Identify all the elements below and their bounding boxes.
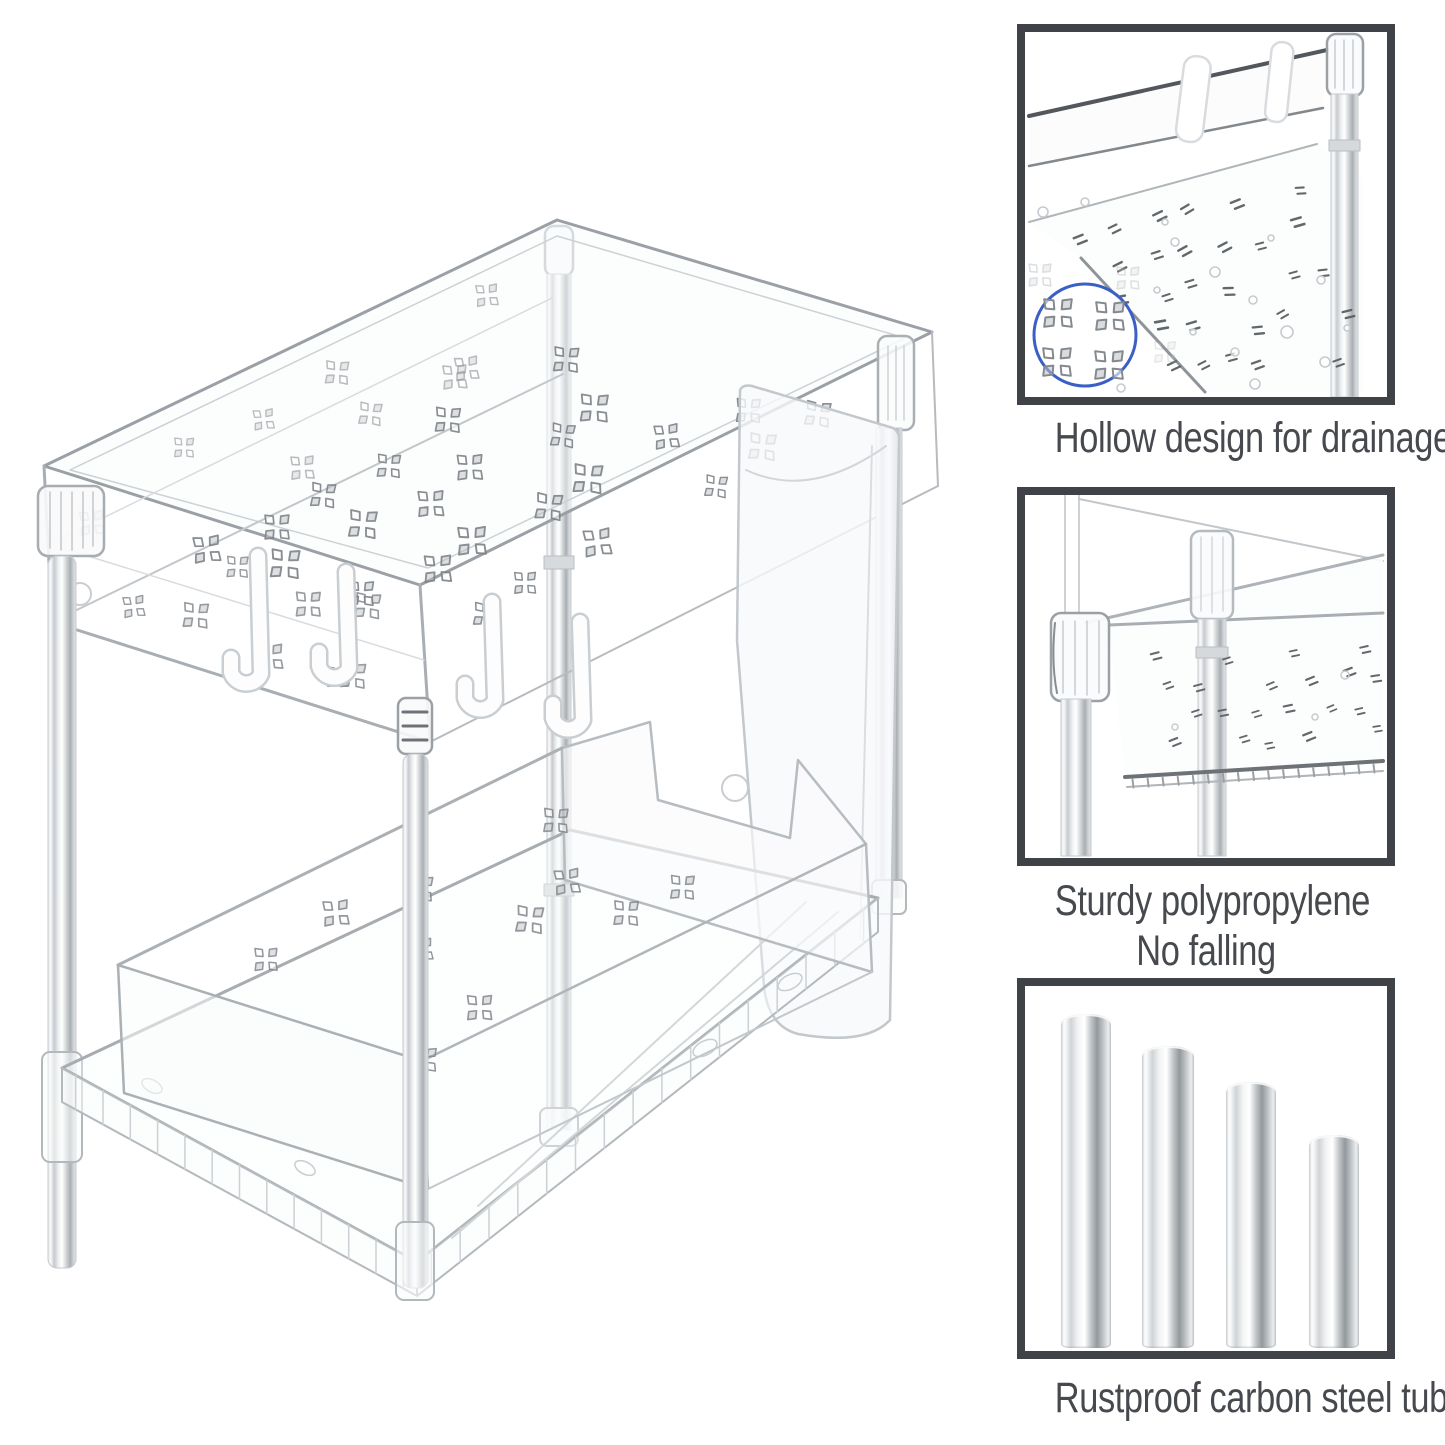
material-closeup-illustration — [1049, 495, 1385, 857]
center-post — [1189, 529, 1235, 857]
caption-line: Hollow design for drainage — [1054, 414, 1445, 462]
caption-line: No falling — [1136, 927, 1276, 975]
corner-cap — [1049, 611, 1111, 703]
main-product-illustration — [36, 218, 939, 1301]
steel-leg — [1060, 698, 1092, 857]
steel-tube-4 — [1309, 1135, 1359, 1348]
steel-tube-2 — [1142, 1046, 1194, 1348]
feature-card-material: Sturdy polypropylene No falling — [1017, 487, 1395, 976]
tubes-panel-frame — [1017, 978, 1395, 1359]
caption-line: Rustproof carbon steel tube — [1054, 1374, 1445, 1422]
steel-pole — [1330, 93, 1359, 397]
caption-line: Sturdy polypropylene — [1054, 877, 1371, 925]
hooks — [221, 546, 593, 739]
shelf-edge-texture — [1131, 763, 1376, 789]
drainage-highlight-circle — [1032, 282, 1138, 388]
steel-tube-lineup — [1025, 986, 1387, 1351]
water-droplets — [1037, 197, 1351, 393]
steel-tube-3 — [1226, 1082, 1276, 1348]
drainage-panel-frame — [1017, 24, 1395, 405]
feature-card-tubes: Rustproof carbon steel tube — [1017, 978, 1445, 1423]
left-corner-leg — [36, 484, 106, 1269]
steel-tube-1 — [1061, 1014, 1111, 1348]
feature-caption-drainage: Hollow design for drainage — [1054, 413, 1445, 463]
front-leg — [395, 696, 435, 1301]
feature-caption-tubes: Rustproof carbon steel tube — [1054, 1373, 1445, 1423]
top-tier-tray — [42, 218, 939, 802]
feature-card-drainage: Hollow design for drainage — [1017, 24, 1445, 463]
over-rim-hooks — [1174, 40, 1295, 144]
material-panel-frame — [1017, 487, 1395, 866]
corner-cap — [1325, 32, 1365, 98]
drainage-closeup-illustration — [1025, 32, 1365, 397]
feature-cards: Hollow design for drainage — [1017, 0, 1445, 1445]
feature-caption-material: Sturdy polypropylene No falling — [1054, 876, 1371, 976]
